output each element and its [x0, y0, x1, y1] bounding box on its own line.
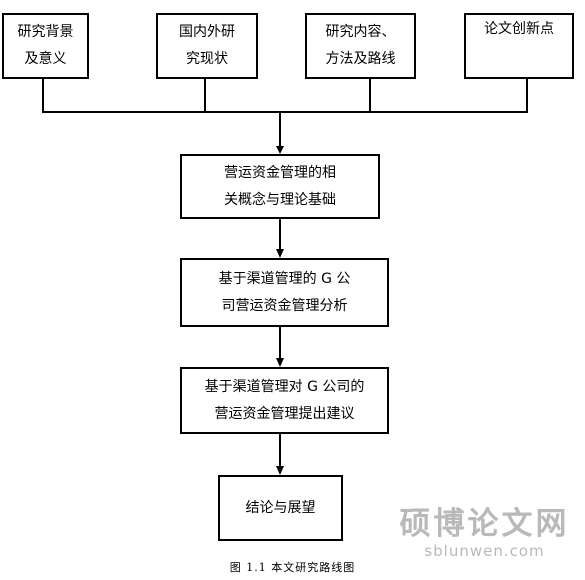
box-label-line1: 结论与展望	[245, 499, 316, 516]
box-label-line1: 国内外研	[179, 24, 235, 40]
box-analysis: 基于渠道管理的 G 公 司营运资金管理分析	[180, 258, 389, 327]
box-literature-review: 国内外研 究现状	[156, 13, 258, 79]
box-label-line2: 营运资金管理提出建议	[214, 405, 355, 422]
watermark-url: sblunwen.com	[424, 542, 545, 560]
box-research-background: 研究背景 及意义	[2, 13, 89, 79]
box-label-line2: 究现状	[186, 51, 228, 67]
box-suggestions: 基于渠道管理对 G 公司的 营运资金管理提出建议	[180, 367, 389, 434]
box-label-line1: 研究内容、	[325, 24, 396, 40]
box-label-line1: 基于渠道管理的 G 公	[218, 270, 351, 287]
box-label-line2: 关概念与理论基础	[224, 191, 336, 208]
box-theory: 营运资金管理的相 关概念与理论基础	[180, 154, 380, 219]
box-label-line1: 营运资金管理的相	[224, 164, 336, 181]
box-research-content: 研究内容、 方法及路线	[305, 13, 416, 79]
box-label-line1: 基于渠道管理对 G 公司的	[204, 378, 365, 395]
box-label-line2: 司营运资金管理分析	[221, 297, 348, 314]
box-innovation: 论文创新点	[464, 13, 574, 79]
box-label-line2: 及意义	[24, 51, 67, 67]
watermark: 硕博论文网 sblunwen.com	[392, 506, 577, 560]
figure-caption: 图 1.1 本文研究路线图	[229, 561, 356, 574]
box-conclusion: 结论与展望	[218, 475, 343, 541]
box-label-line1: 研究背景	[17, 24, 74, 40]
watermark-chinese: 硕博论文网	[399, 506, 570, 542]
box-label-line2: 方法及路线	[325, 51, 396, 67]
box-label-line1: 论文创新点	[484, 21, 554, 37]
